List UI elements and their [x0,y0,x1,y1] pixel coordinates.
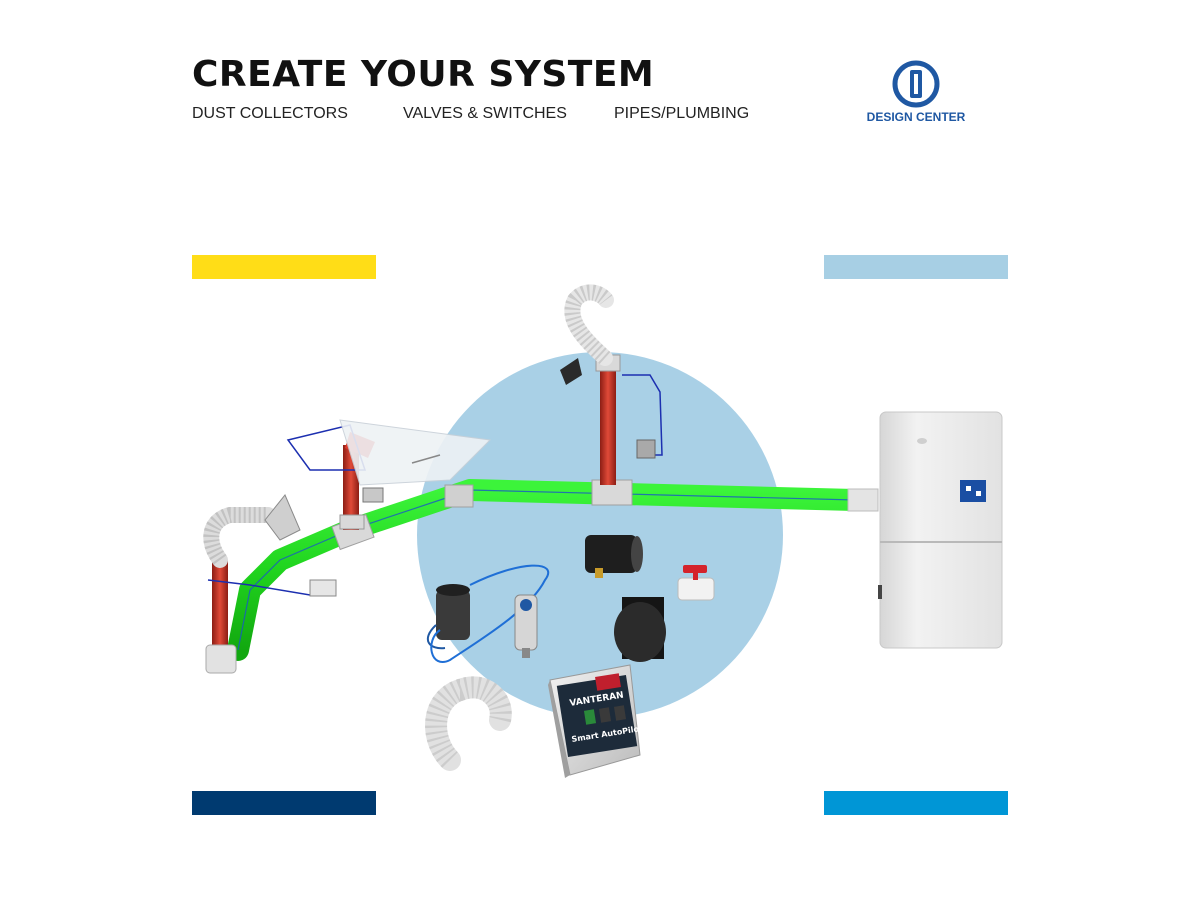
accent-bar-light-blue [824,255,1008,279]
nav-pipes-plumbing[interactable]: PIPES/PLUMBING [614,105,750,122]
smart-autopilot-box: VANTERAN Smart AutoPilot [548,664,644,778]
top-fume-arm [560,284,663,485]
logo-label: DESIGN CENTER [866,110,966,124]
accent-bar-navy [192,791,376,815]
damper-gate-part [614,597,666,662]
hose-coupling-part [426,584,470,650]
design-center-logo[interactable]: DESIGN CENTER [862,60,970,130]
dust-collector-cabinet [878,411,1003,649]
flex-hose-part [425,676,512,771]
category-nav: DUST COLLECTORS VALVES & SWITCHES PIPES/… [0,105,800,129]
air-tubing [430,564,549,663]
far-left-hood-assembly [203,494,337,674]
air-regulator-part [514,594,538,658]
left-drop-assembly [286,419,492,530]
design-center-logo-icon [892,60,940,108]
accent-bar-yellow [192,255,376,279]
page-title: CREATE YOUR SYSTEM [192,54,655,95]
blower-part [585,535,643,578]
ball-valve-part [677,565,715,601]
accent-bar-blue [824,791,1008,815]
nav-valves-switches[interactable]: VALVES & SWITCHES [403,105,567,122]
nav-dust-collectors[interactable]: DUST COLLECTORS [192,105,348,122]
